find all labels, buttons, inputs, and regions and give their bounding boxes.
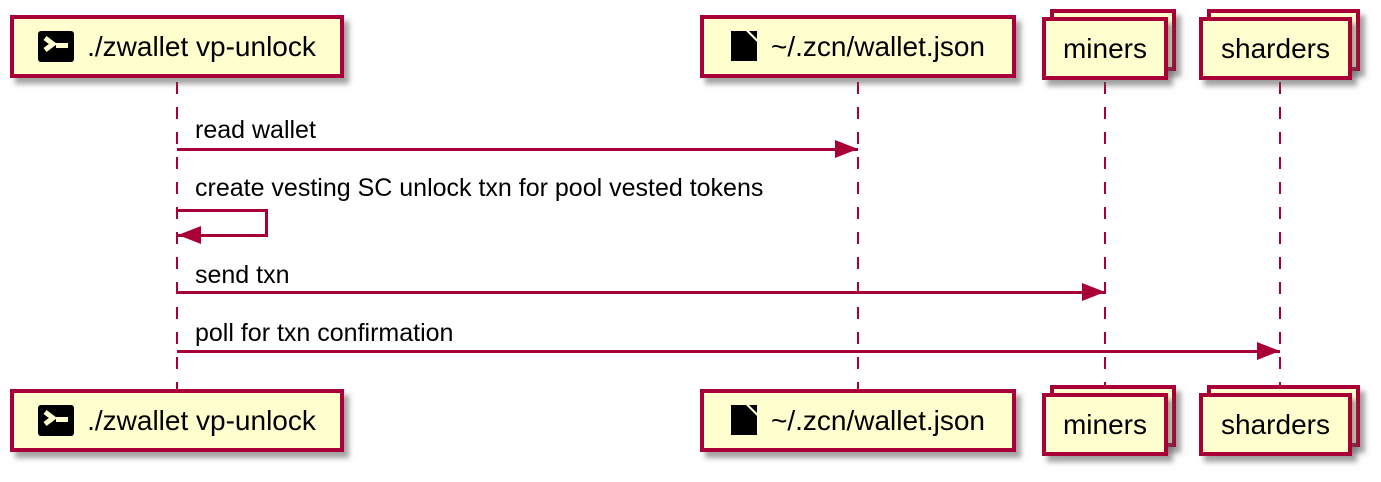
participant-label: ./zwallet vp-unlock (87, 404, 316, 436)
message-arrow-poll-confirmation (177, 350, 1280, 353)
participant-zwallet-top: ./zwallet vp-unlock (10, 15, 344, 78)
arrowhead-icon (1257, 342, 1280, 360)
file-icon (731, 31, 758, 62)
lifeline-sharders (1279, 82, 1281, 388)
message-label-read-wallet: read wallet (195, 116, 316, 144)
message-label-send-txn: send txn (195, 261, 290, 289)
file-icon (731, 405, 758, 436)
collection-front-box: miners (1042, 393, 1168, 456)
participant-label: ~/.zcn/wallet.json (771, 30, 985, 62)
arrowhead-icon (178, 226, 201, 244)
participant-wallet-json-bottom: ~/.zcn/wallet.json (700, 389, 1016, 452)
participant-wallet-json-top: ~/.zcn/wallet.json (700, 15, 1016, 78)
lifeline-wallet-json (857, 82, 859, 390)
collection-front-box: sharders (1199, 17, 1352, 80)
collection-sharders-top: sharders (1199, 9, 1360, 80)
participant-label: miners (1062, 32, 1147, 64)
terminal-icon (38, 405, 75, 436)
participant-label: sharders (1221, 32, 1330, 64)
participant-label: sharders (1221, 408, 1330, 440)
collection-front-box: sharders (1199, 393, 1352, 456)
message-arrow-send-txn (177, 291, 1105, 294)
collection-miners-top: miners (1042, 9, 1176, 80)
participant-zwallet-bottom: ./zwallet vp-unlock (10, 389, 344, 452)
collection-sharders-bottom: sharders (1199, 385, 1360, 456)
lifeline-miners (1104, 82, 1106, 388)
message-arrow-read-wallet (177, 148, 858, 151)
self-message-loop (177, 209, 268, 237)
message-label-create-txn: create vesting SC unlock txn for pool ve… (195, 174, 764, 202)
arrowhead-icon (1082, 283, 1105, 301)
message-label-poll-confirmation: poll for txn confirmation (195, 319, 454, 347)
participant-label: ~/.zcn/wallet.json (771, 404, 985, 436)
collection-front-box: miners (1042, 17, 1168, 80)
terminal-icon (38, 31, 75, 62)
participant-label: ./zwallet vp-unlock (87, 30, 316, 62)
arrowhead-icon (835, 140, 858, 158)
collection-miners-bottom: miners (1042, 385, 1176, 456)
participant-label: miners (1062, 408, 1147, 440)
